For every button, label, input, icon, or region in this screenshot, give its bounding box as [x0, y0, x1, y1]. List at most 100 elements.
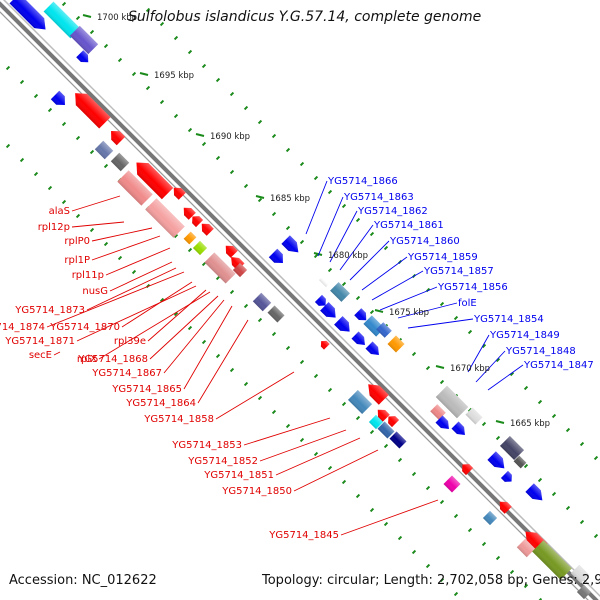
gene	[94, 140, 114, 160]
gene	[435, 385, 469, 419]
right-gene-label: YG5714_1862	[357, 206, 428, 217]
forward-gene	[50, 90, 65, 105]
tick-dot	[523, 385, 529, 391]
reverse-gene	[201, 223, 214, 236]
kbp-label: 1685 kbp	[270, 194, 310, 204]
leader-line	[467, 334, 490, 373]
leader-line	[317, 196, 344, 257]
tick-dot	[495, 555, 501, 561]
tick-dot	[229, 169, 235, 175]
tick-dot	[565, 505, 571, 511]
tick-dot	[383, 443, 389, 449]
leader-line	[149, 295, 219, 360]
tick-dot	[243, 105, 249, 111]
tick-dot	[187, 49, 193, 55]
forward-gene	[334, 316, 350, 332]
tick-dot	[411, 549, 417, 555]
leader-line	[243, 417, 331, 446]
tick-dot	[327, 267, 333, 273]
kbp-tick	[195, 133, 205, 137]
left-gene-label: secE	[29, 350, 52, 361]
tick-dot	[313, 253, 319, 259]
tick-dot	[131, 269, 137, 275]
reverse-gene	[111, 131, 126, 146]
tick-dot	[439, 577, 445, 583]
forward-gene	[320, 302, 336, 318]
leader-line	[197, 319, 249, 404]
tick-dot	[593, 455, 599, 461]
gene	[252, 292, 272, 312]
forward-gene	[314, 294, 326, 306]
tick-dot	[523, 583, 529, 589]
tick-dot	[173, 233, 179, 239]
tick-dot	[33, 171, 39, 177]
leader-line	[86, 267, 177, 311]
rrna-gene	[43, 1, 81, 39]
gene	[267, 305, 285, 323]
left-gene-label: YG5714_1864	[125, 398, 196, 409]
kbp-label: 1665 kbp	[510, 419, 550, 429]
tick-dot	[369, 429, 375, 435]
tick-dot	[369, 231, 375, 237]
leader-line	[147, 289, 207, 342]
forward-gene	[69, 25, 99, 55]
kbp-tick	[435, 365, 445, 369]
leader-line	[91, 227, 153, 242]
gene	[482, 510, 498, 526]
tick-dot	[509, 371, 515, 377]
tick-dot	[89, 227, 95, 233]
reverse-gene	[462, 464, 474, 476]
leader-line	[76, 285, 197, 342]
right-gene-label: YG5714_1857	[423, 266, 494, 277]
leader-line	[259, 429, 347, 462]
tick-dot	[411, 471, 417, 477]
tick-dot	[523, 463, 529, 469]
tick-dot	[313, 451, 319, 457]
tick-dot	[425, 563, 431, 569]
right-gene-label: YG5714_1860	[389, 236, 460, 247]
gene	[204, 252, 236, 284]
leader-line	[371, 270, 424, 301]
gene	[570, 564, 590, 584]
tick-dot	[355, 217, 361, 223]
gene	[232, 262, 248, 278]
tick-dot	[257, 119, 263, 125]
forward-gene	[525, 483, 543, 501]
reverse-gene	[320, 340, 330, 350]
reverse-gene	[183, 207, 196, 220]
leader-line	[215, 371, 295, 420]
kbp-tick	[255, 195, 265, 199]
gene	[516, 538, 536, 558]
tick-dot	[537, 477, 543, 483]
gene	[110, 152, 130, 172]
tick-dot	[341, 401, 347, 407]
tick-dot	[397, 535, 403, 541]
right-gene-label: YG5714_1848	[505, 346, 576, 357]
right-gene-label: YG5714_1847	[523, 360, 594, 371]
tick-dot	[425, 365, 431, 371]
tick-dot	[439, 301, 445, 307]
reverse-gene	[192, 216, 204, 228]
left-gene-label: rpl11p	[72, 270, 104, 281]
reverse-gene	[136, 162, 174, 200]
tick-dot	[341, 479, 347, 485]
tick-dot	[439, 379, 445, 385]
tick-dot	[215, 77, 221, 83]
tick-dot	[355, 295, 361, 301]
tick-dot	[145, 7, 151, 13]
tick-dot	[103, 163, 109, 169]
tick-dot	[215, 275, 221, 281]
tick-dot	[397, 457, 403, 463]
gene	[183, 231, 197, 245]
reverse-gene	[388, 416, 400, 428]
gene	[576, 584, 592, 600]
tick-dot	[341, 203, 347, 209]
leader-line	[329, 210, 358, 263]
leader-line	[91, 235, 161, 261]
tick-dot	[201, 63, 207, 69]
